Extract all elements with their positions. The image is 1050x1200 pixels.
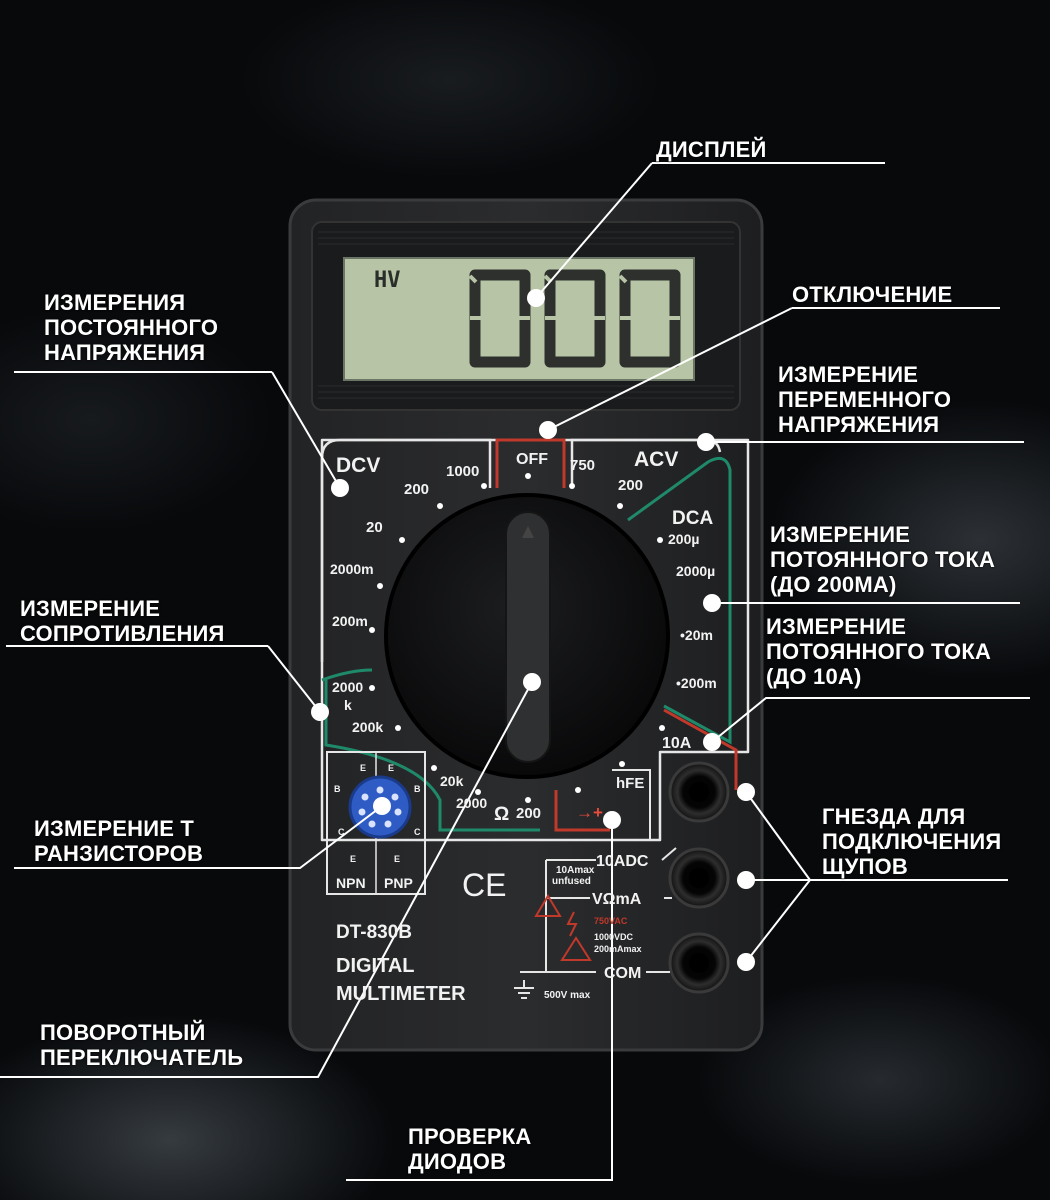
ohm-range-k: k bbox=[344, 697, 352, 713]
port-com-label: COM bbox=[604, 965, 641, 982]
dca-range-20m: •20m bbox=[680, 627, 713, 643]
ground-icon bbox=[514, 980, 534, 999]
brand-line-2: MULTIMETER bbox=[336, 983, 466, 1005]
port-10adc-label: 10ADC bbox=[596, 853, 649, 870]
ohm-range-2000k: 2000 bbox=[332, 679, 363, 695]
jack-v-ohm-ma[interactable] bbox=[668, 847, 730, 909]
dial-panel bbox=[320, 438, 750, 842]
dcv-title: DCV bbox=[336, 454, 380, 477]
ce-mark: CE bbox=[462, 867, 506, 903]
callout-dots bbox=[311, 289, 755, 971]
port-v-ohm-ma-label: VΩmA bbox=[592, 891, 642, 908]
dcv-range-20: 20 bbox=[366, 519, 383, 536]
range-dots bbox=[369, 473, 665, 803]
pin-label: B bbox=[334, 784, 341, 794]
brand-line-1: DIGITAL bbox=[336, 955, 415, 977]
ohm-symbol: Ω bbox=[494, 804, 509, 825]
jack-10adc[interactable] bbox=[668, 761, 730, 823]
dca-range-2000u: 2000µ bbox=[676, 563, 715, 579]
pin-label: E bbox=[394, 854, 400, 864]
dca-range-200m: •200m bbox=[676, 675, 717, 691]
diode-symbol: →+ bbox=[576, 803, 603, 822]
callout-off: ОТКЛЮЧЕНИЕ bbox=[792, 282, 953, 307]
dcv-range-200: 200 bbox=[404, 481, 429, 498]
dca-title: DCA bbox=[672, 508, 713, 529]
callout-lines bbox=[0, 162, 1030, 1181]
model-label: DT-830B bbox=[336, 922, 412, 943]
lcd-mode: HV bbox=[374, 268, 401, 293]
pin-label: E bbox=[360, 763, 366, 773]
dcv-range-1000: 1000 bbox=[446, 463, 479, 480]
acv-title: ACV bbox=[634, 448, 678, 471]
acv-range-200: 200 bbox=[618, 477, 643, 494]
warning-icon bbox=[560, 936, 592, 961]
hfe-label: hFE bbox=[616, 775, 644, 792]
dcv-range-200m: 200m bbox=[332, 613, 368, 629]
warn-dc: 1000VDC bbox=[594, 932, 634, 942]
port-10a-note-2: unfused bbox=[552, 876, 591, 887]
pin-label: B bbox=[414, 784, 421, 794]
ground-max-label: 500V max bbox=[544, 990, 591, 1001]
warn-ac: 750VAC bbox=[594, 916, 628, 926]
ten-a-label: 10A bbox=[662, 735, 692, 752]
pnp-label: PNP bbox=[384, 875, 413, 891]
dcv-range-2000m: 2000m bbox=[330, 561, 374, 577]
acv-range-750: 750 bbox=[570, 457, 595, 474]
callout-display: ДИСПЛЕЙ bbox=[656, 137, 767, 162]
npn-label: NPN bbox=[336, 875, 366, 891]
ohm-range-200: 200 bbox=[516, 805, 541, 822]
jack-com[interactable] bbox=[668, 932, 730, 994]
lcd-digits bbox=[469, 269, 681, 368]
ohm-range-2000: 2000 bbox=[456, 795, 487, 811]
warn-ma: 200mAmax bbox=[594, 944, 642, 954]
port-10a-note-1: 10Amax bbox=[556, 865, 595, 876]
dca-range-200u: 200µ bbox=[668, 531, 699, 547]
ohm-range-200k: 200k bbox=[352, 719, 383, 735]
pin-label: C bbox=[414, 827, 421, 837]
pin-label: E bbox=[350, 854, 356, 864]
warning-icon bbox=[534, 894, 562, 917]
pin-label: E bbox=[388, 763, 394, 773]
rotary-knob-pointer bbox=[505, 511, 551, 763]
pin-label: C bbox=[338, 827, 345, 837]
off-label: OFF bbox=[516, 451, 548, 468]
ohm-range-20k: 20k bbox=[440, 773, 464, 789]
lightning-icon bbox=[566, 911, 578, 937]
